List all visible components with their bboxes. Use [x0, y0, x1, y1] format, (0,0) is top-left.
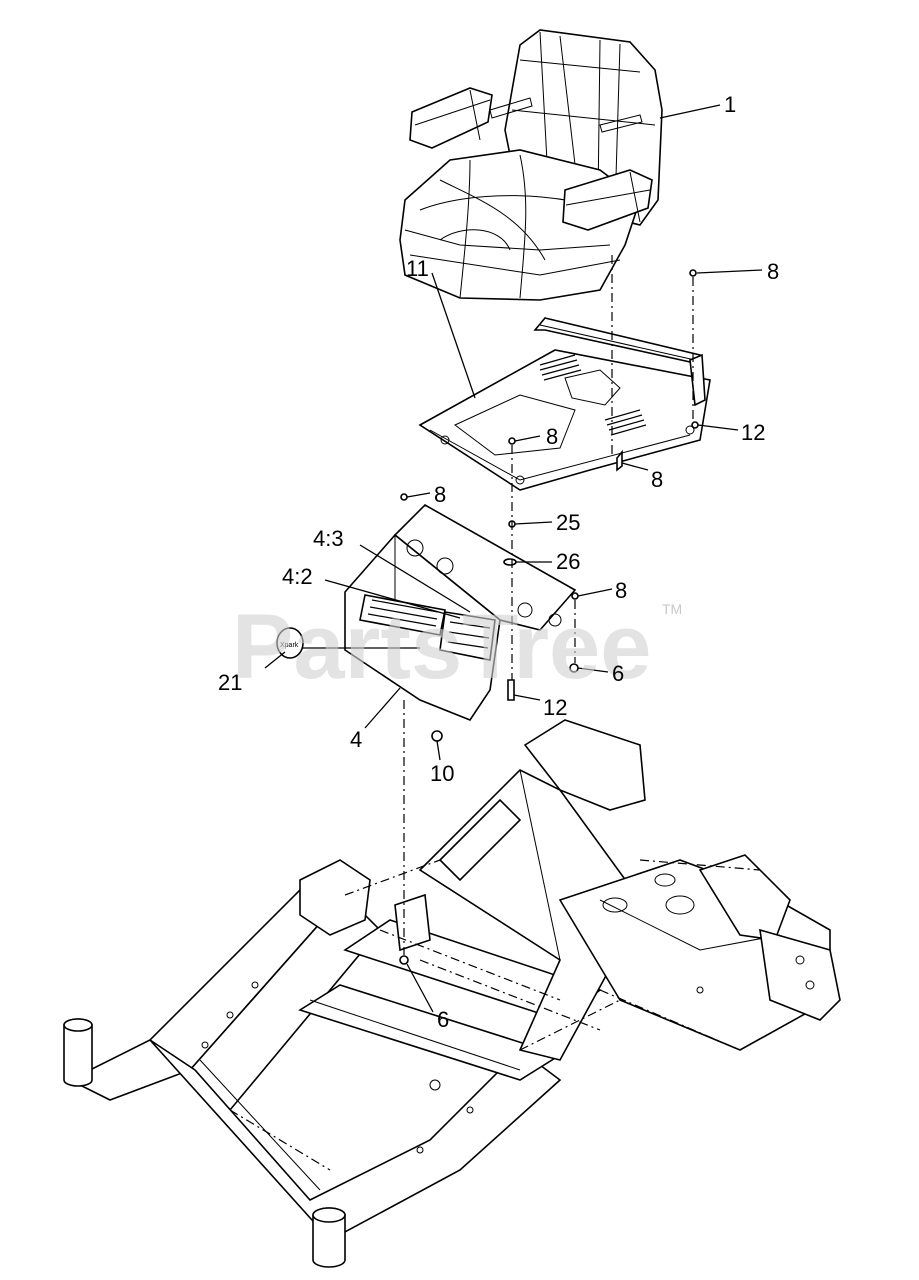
seat-mount-bracket: Xpark	[276, 504, 577, 721]
watermark: PartsTree TM	[232, 596, 682, 698]
callout-8-b: 8	[546, 424, 558, 449]
seat-assembly	[399, 29, 663, 301]
leader-lines	[264, 104, 763, 1013]
callout-25: 25	[556, 510, 580, 535]
callout-8-e: 8	[615, 578, 627, 603]
callout-4-3: 4:3	[313, 526, 344, 551]
callout-12-b: 12	[543, 695, 567, 720]
seat-pan	[418, 317, 711, 491]
callout-12-a: 12	[741, 420, 765, 445]
callout-8-c: 8	[651, 467, 663, 492]
assembly-centerlines	[403, 255, 694, 955]
callout-8-d: 8	[434, 482, 446, 507]
callout-4-2: 4:2	[282, 564, 313, 589]
callout-4: 4	[350, 727, 362, 752]
callout-10: 10	[430, 761, 454, 786]
chassis-frame	[63, 719, 841, 1268]
callout-labels: 1 11 8 8 12 8 8 25 4:3 26 4:2 8 21 6 12 …	[218, 92, 779, 1032]
watermark-text: PartsTree	[232, 596, 651, 698]
callout-1: 1	[724, 92, 736, 117]
watermark-trademark: TM	[662, 601, 682, 617]
callout-6-a: 6	[612, 661, 624, 686]
logo-decal-text: Xpark	[280, 642, 299, 649]
callout-6-b: 6	[437, 1007, 449, 1032]
callout-21: 21	[218, 670, 242, 695]
callout-26: 26	[556, 549, 580, 574]
callout-8-a: 8	[767, 259, 779, 284]
callout-11: 11	[406, 256, 429, 281]
